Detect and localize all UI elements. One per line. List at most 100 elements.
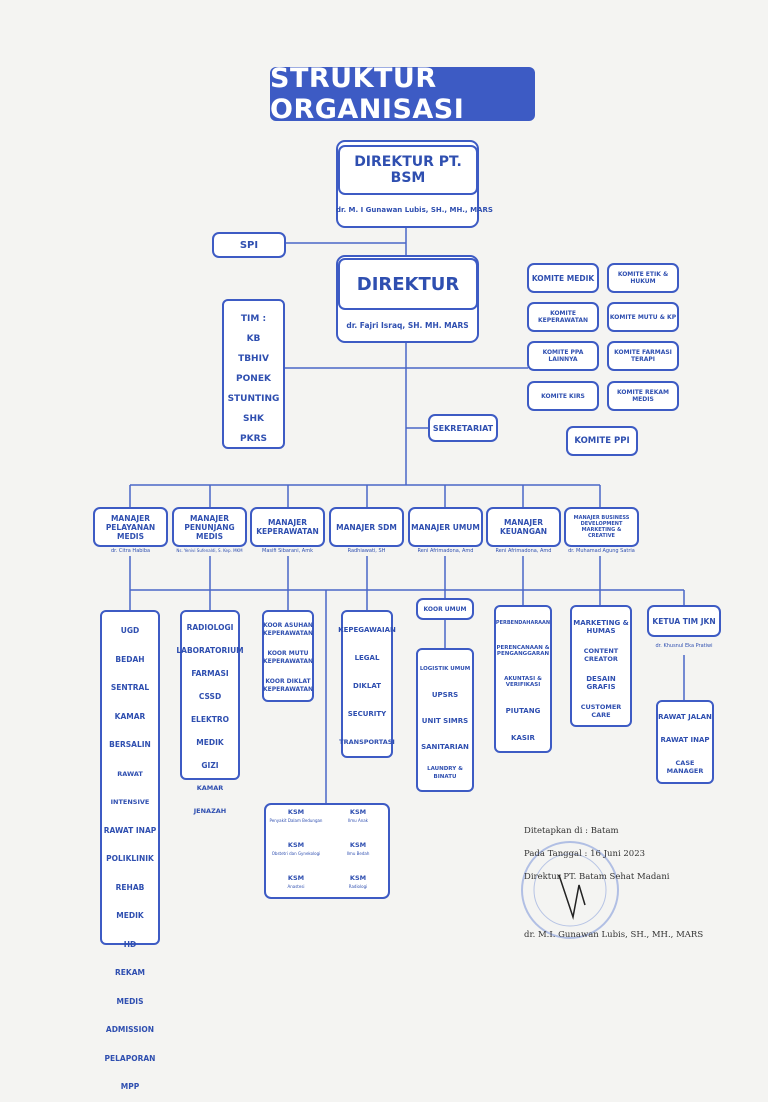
komite-ppi-label: KOMITE PPI [574,436,630,446]
ketua-jkn-name: dr. Khusnul Eka Pratiwi [655,643,713,649]
unit-item: HD [123,939,137,949]
manager-name: Radhiawati, SH [347,548,386,554]
komite-label: KOMITE REKAM MEDIS [617,389,669,403]
tim-label: TIM : [240,314,267,324]
direktur-title: DIREKTUR [356,273,460,295]
komite-box: KOMITE PPA LAINNYA [527,341,599,371]
komite-box: KOMITE KEPERAWATAN [527,302,599,332]
unit-item: REHAB MEDIK [115,882,145,921]
manager-name: dr. Muhamad Agung Satria [568,548,635,554]
unit-item: KAMAR BERSALIN [109,711,151,750]
komite-label: KOMITE KIRS [541,392,585,400]
manager-box: MANAJER PENUNJANG MEDIS [172,507,247,547]
tim-item: PKRS [240,434,267,444]
komite-box: KOMITE KIRS [527,381,599,411]
unit-item: POLIKLINIK [106,854,154,863]
unit-item: DESAIN GRAFIS [586,675,616,691]
manager-box: MANAJER BUSINESS DEVELOPMENT MARKETING &… [564,507,639,547]
manager-name: Reni Afrimadona, Amd [417,548,474,554]
manager-title: MANAJER PENUNJANG MEDIS [184,513,235,541]
keperawatan-units-box: KOOR ASUHAN KEPERAWATAN KOOR MUTU KEPERA… [262,610,314,702]
unit-item: LEGAL [354,654,380,662]
ketua-jkn-box: KETUA TIM JKN [647,605,721,637]
ksm-box [264,803,390,899]
unit-item: RAWAT INTENSIVE [110,769,150,807]
unit-item: KOOR ASUHAN KEPERAWATAN [262,622,314,637]
page-title: STRUKTUR ORGANISASI [270,63,535,125]
unit-item: AKUNTASI & VERIFIKASI [504,675,542,688]
komite-box: KOMITE ETIK & HUKUM [607,263,679,293]
unit-item: ELEKTRO MEDIK [190,715,230,747]
manager-title: MANAJER SDM [336,522,397,532]
unit-item: KOOR DIKLAT KEPERAWATAN [262,678,314,693]
signature-place: Ditetapkan di : Batam [524,826,619,836]
manager-title: MANAJER BUSINESS DEVELOPMENT MARKETING &… [573,515,630,539]
signature-date: Pada Tanggal : 16 Juni 2023 [524,849,646,859]
unit-item: RADIOLOGI [186,623,234,632]
unit-item: KOOR MUTU KEPERAWATAN [262,650,314,665]
signature-name: dr. M.I. Gunawan Lubis, SH., MH., MARS [524,930,704,940]
unit-item: UNIT SIMRS [421,717,469,725]
manager-box: MANAJER PELAYANAN MEDIS [93,507,168,547]
unit-item: LABORATORIUM [176,646,244,655]
signature-title: Direktur PT. Batam Sehat Madani [524,872,670,882]
manager-title: MANAJER PELAYANAN MEDIS [105,513,156,541]
unit-item: RAWAT INAP [103,825,157,835]
unit-item: PERENCANAAN & PENGANGGARAN [496,645,550,658]
komite-label: KOMITE FARMASI TERAPI [614,349,672,363]
sekretariat-label: SEKRETARIAT [432,423,494,433]
manager-title: MANAJER KEUANGAN [499,518,548,536]
direktur-pt-title: DIREKTUR PT. BSM [354,154,462,186]
tim-item: SHK [243,414,264,424]
unit-item: CONTENT CREATOR [583,647,619,663]
komite-label: KOMITE PPA LAINNYA [542,349,584,363]
sekretariat-box: SEKRETARIAT [428,414,498,442]
unit-item: UGD [120,626,140,635]
komite-box: KOMITE FARMASI TERAPI [607,341,679,371]
unit-item: LAUNDRY & BINATU [427,766,463,780]
unit-item: ADMISSION [105,1025,155,1034]
unit-item: SECURITY [347,710,387,718]
koor-umum-label: KOOR UMUM [423,605,467,613]
tim-item: TBHIV [238,354,269,364]
official-stamp [521,841,619,939]
komite-ppi-box: KOMITE PPI [566,426,638,456]
unit-item: RAWAT JALAN [658,713,712,722]
unit-item: CASE MANAGER [666,758,704,775]
manager-box: MANAJER SDM [329,507,404,547]
komite-box: KOMITE MEDIK [527,263,599,293]
unit-item: PELAPORAN [104,1053,156,1063]
manager-name: Ns. Yenivi Sufenaldi, S. Kep. MKM [176,548,243,553]
manager-name: dr. Citra Habiba [110,548,151,554]
tim-box: TIM : KB TBHIV PONEK STUNTING SHK PKRS [222,299,285,449]
unit-item: MARKETING & HUMAS [573,619,629,635]
direktur-pt-name: dr. M. I Gunawan Lubis, SH., MH., MARS [336,206,493,214]
unit-item: CUSTOMER CARE [580,703,622,719]
spi-label: SPI [239,239,259,251]
komite-label: KOMITE KEPERAWATAN [537,310,589,324]
tim-item: PONEK [236,374,271,384]
manager-name: Masifi Sibarani, Amk [262,548,313,554]
umum-units-box: LOGISTIK UMUM UPSRS UNIT SIMRS SANITARIA… [416,648,474,792]
manager-box: MANAJER KEPERAWATAN [250,507,325,547]
unit-item: KEPEGAWAIAN [338,626,396,634]
unit-item: PERBENDAHARAAN [495,620,551,627]
koor-umum-box: KOOR UMUM [416,598,474,620]
komite-box: KOMITE MUTU & KP [607,302,679,332]
unit-item: PIUTANG [505,706,541,715]
penunjang-units-box: RADIOLOGI LABORATORIUM FARMASI CSSD ELEK… [176,610,244,815]
unit-item: KASIR [511,733,535,742]
ketua-jkn-title: KETUA TIM JKN [652,616,716,626]
spi-box: SPI [212,232,286,258]
unit-item: KAMAR JENAZAH [193,784,227,815]
manager-title: MANAJER UMUM [411,522,480,532]
unit-item: FARMASI [191,669,229,678]
keuangan-units-box: PERBENDAHARAAN PERENCANAAN & PENGANGGARA… [494,605,552,753]
direktur-pt-box: DIREKTUR PT. BSM [338,145,478,195]
unit-item: CSSD [198,692,222,701]
